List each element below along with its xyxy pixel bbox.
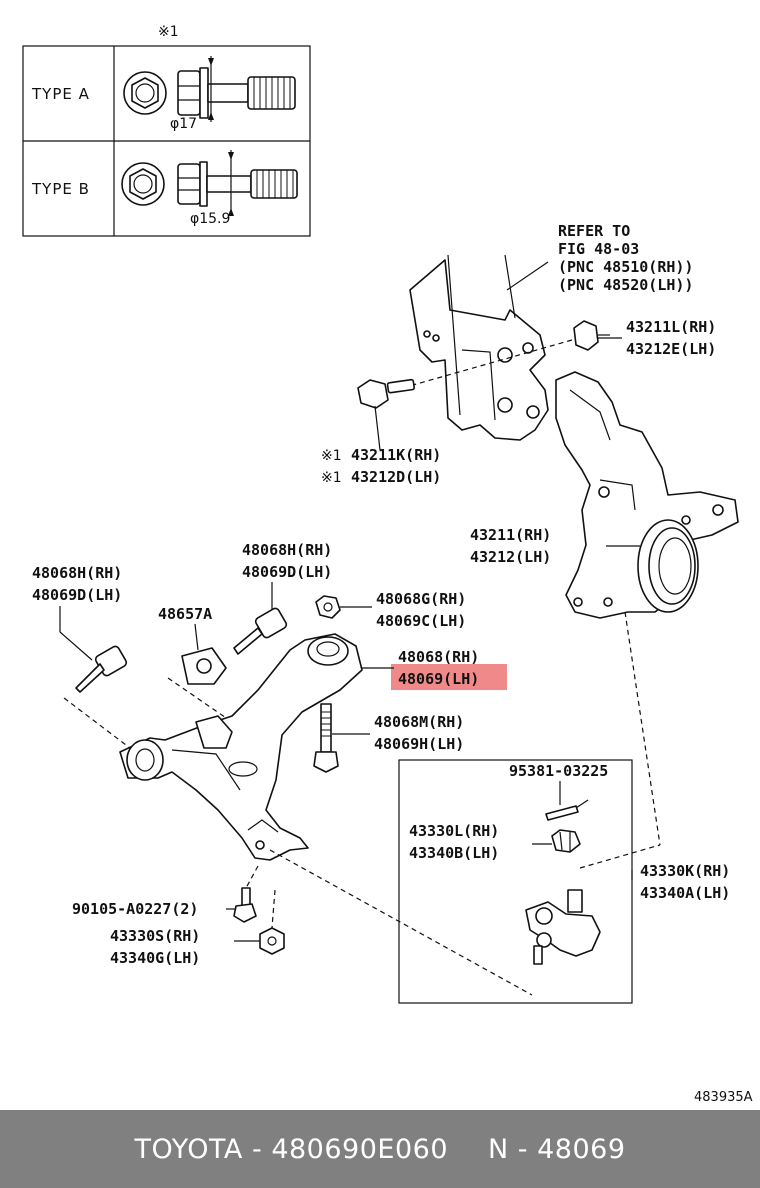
footer-separator: -: [242, 1133, 272, 1165]
type-b-label: TYPE B: [31, 180, 90, 198]
type-a-diameter: φ17: [170, 116, 197, 132]
label-bracket: 48657A: [158, 605, 212, 623]
inset-note-mark: ※1: [158, 24, 179, 40]
label-stud-lh: 48069H(LH): [374, 735, 464, 753]
label-bolt-left-rh: 48068H(RH): [32, 564, 122, 582]
small-nut-icon: [259, 927, 285, 955]
label-nut-top-rh: 43211L(RH): [626, 318, 716, 336]
cotter-pin-icon: [545, 799, 589, 821]
strut-bracket-drawing: [409, 254, 549, 441]
type-b-diameter: φ15.9: [190, 211, 230, 227]
lower-control-arm-drawing: [119, 633, 363, 861]
bolt-48068h-mid-icon: [233, 607, 288, 655]
reference-note: REFER TO FIG 48-03 (PNC 48510(RH)) (PNC …: [558, 222, 693, 294]
reference-line-3: (PNC 48510(RH)): [558, 258, 693, 276]
reference-line-2: FIG 48-03: [558, 240, 639, 258]
label-bolt-top-rh: 43211K(RH): [351, 446, 441, 464]
type-a-label: TYPE A: [31, 85, 90, 103]
label-balljoint-lh: 43340A(LH): [640, 884, 730, 902]
label-knuckle-rh: 43211(RH): [470, 526, 551, 544]
footer-brand: TOYOTA: [134, 1133, 243, 1165]
mark-bolt-top-2: ※1: [321, 470, 342, 486]
label-castle-nut-lh: 43340B(LH): [409, 844, 499, 862]
ball-joint-icon: [525, 889, 601, 965]
bolt-43211k-icon: [357, 378, 415, 409]
label-small-nut-rh: 43330S(RH): [110, 927, 200, 945]
mark-bolt-top-1: ※1: [321, 448, 342, 464]
label-bolt-left-lh: 48069D(LH): [32, 586, 122, 604]
footer-pnc: N - 48069: [488, 1133, 626, 1165]
type-a-bolt-icon: [123, 56, 296, 122]
label-nut-mid-lh: 48069C(LH): [376, 612, 466, 630]
nut-48068g-icon: [315, 595, 341, 619]
label-bolt-mid-rh: 48068H(RH): [242, 541, 332, 559]
steering-knuckle-drawing: [555, 371, 739, 619]
label-small-nut-lh: 43340G(LH): [110, 949, 200, 967]
label-stud-rh: 48068M(RH): [374, 713, 464, 731]
reference-line-1: REFER TO: [558, 222, 630, 240]
type-b-bolt-icon: [121, 150, 298, 216]
bracket-48657a-icon: [181, 647, 227, 685]
label-arm-rh: 48068(RH): [398, 648, 479, 666]
stud-48068m-icon: [313, 703, 339, 773]
bolt-48068h-left-icon: [75, 645, 128, 693]
label-nut-mid-rh: 48068G(RH): [376, 590, 466, 608]
footer-part-number: 480690E060: [271, 1133, 448, 1165]
reference-line-4: (PNC 48520(LH)): [558, 276, 693, 294]
footer-bar: TOYOTA - 480690E060 N - 48069: [0, 1110, 760, 1188]
small-bolt-icon: [233, 887, 257, 923]
label-castle-nut-rh: 43330L(RH): [409, 822, 499, 840]
castle-nut-icon: [551, 829, 581, 853]
nut-43211l-icon: [573, 320, 610, 351]
label-small-bolt: 90105-A0227(2): [72, 900, 198, 918]
diagram-number: 483935A: [694, 1090, 753, 1105]
label-nut-top-lh: 43212E(LH): [626, 340, 716, 358]
ball-joint-box: [398, 759, 633, 1004]
arm-lh-highlight: [391, 664, 507, 690]
label-bolt-top-lh: 43212D(LH): [351, 468, 441, 486]
label-balljoint-rh: 43330K(RH): [640, 862, 730, 880]
bolt-type-inset: ※1 TYPE A TYPE B φ17: [22, 24, 311, 237]
label-knuckle-lh: 43212(LH): [470, 548, 551, 566]
label-arm-lh: 48069(LH): [398, 670, 479, 688]
parts-diagram: ※1 TYPE A TYPE B φ17: [22, 24, 753, 1105]
label-bolt-mid-lh: 48069D(LH): [242, 563, 332, 581]
label-pin: 95381-03225: [509, 762, 608, 780]
